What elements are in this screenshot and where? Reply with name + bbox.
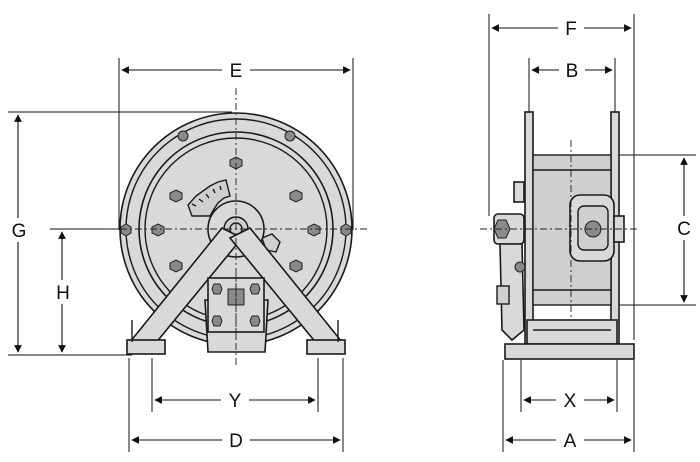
- side-view: F B C X A: [480, 14, 697, 452]
- dim-label-x: X: [564, 391, 577, 412]
- dim-label-f: F: [565, 19, 577, 40]
- a-frame-stand: [126, 226, 346, 355]
- dim-label-a: A: [564, 431, 577, 452]
- dim-label-y: Y: [229, 391, 242, 412]
- dim-label-b: B: [566, 61, 579, 82]
- dim-label-h: H: [56, 283, 70, 304]
- dim-label-g: G: [12, 221, 27, 242]
- dim-label-e: E: [230, 61, 243, 82]
- dim-label-d: D: [229, 431, 243, 452]
- swivel-inlet: [493, 181, 526, 342]
- dim-label-c: C: [677, 219, 691, 240]
- side-base: [504, 319, 635, 360]
- front-view: E G H Y D: [6, 58, 367, 452]
